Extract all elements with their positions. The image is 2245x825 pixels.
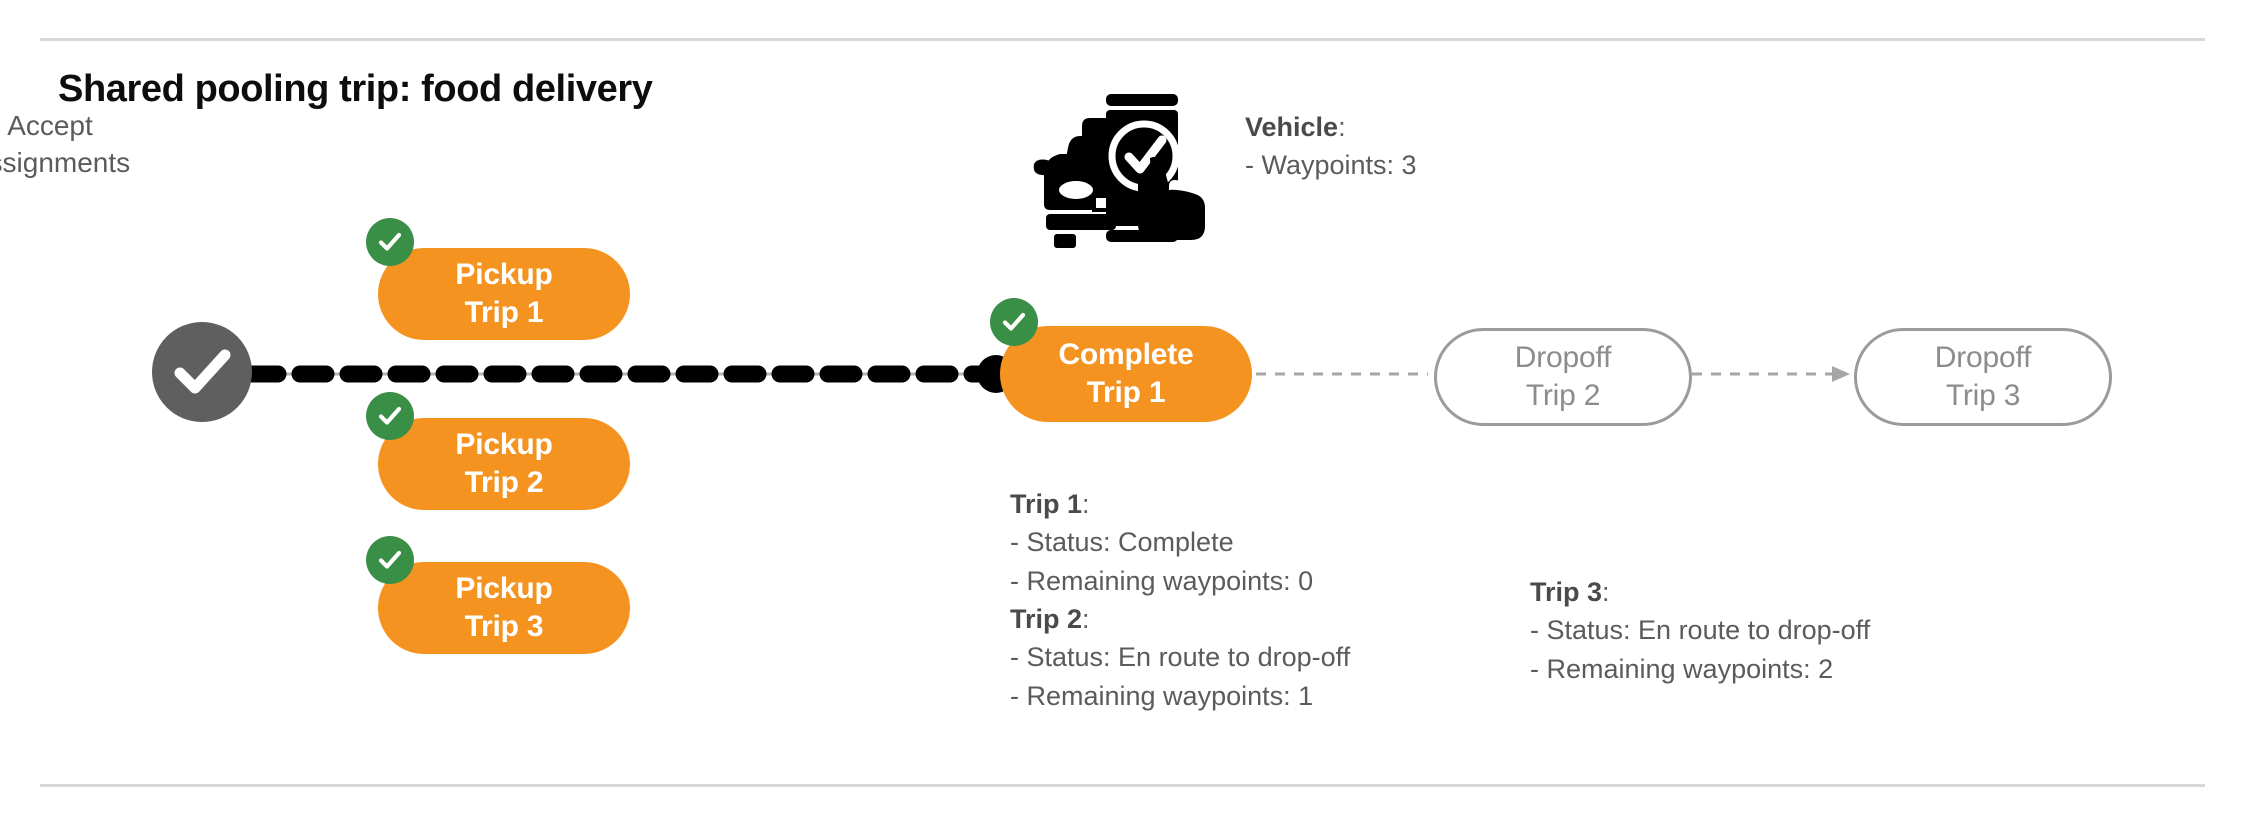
vehicle-heading: Vehicle	[1245, 112, 1339, 142]
complete-line2: Trip 1	[1086, 376, 1166, 409]
vehicle-heading-row: Vehicle:	[1245, 108, 1417, 146]
dropoff-2-line2: Trip 2	[1525, 379, 1601, 412]
check-icon	[378, 232, 402, 251]
pickup-2-line1: Pickup	[455, 427, 553, 461]
trip-2-status: - Status: En route to drop-off	[1010, 642, 1351, 673]
green-check-badge-pickup-2	[366, 392, 414, 440]
trip-3-heading-colon: :	[1602, 577, 1610, 607]
car-phone-check-icon	[1032, 88, 1208, 248]
vehicle-info: Vehicle: - Waypoints: 3	[1245, 108, 1417, 185]
trip-1-status: - Status: Complete	[1010, 527, 1234, 558]
accept-check-circle	[152, 322, 252, 422]
trip-1-heading: Trip 1	[1010, 489, 1083, 519]
node-pickup-trip-2[interactable]: Pickup Trip 2	[378, 418, 630, 510]
green-check-badge-pickup-1	[366, 218, 414, 266]
accept-label-line2: Assignments	[0, 146, 131, 178]
check-icon	[1002, 312, 1026, 331]
node-dropoff-trip-2[interactable]: Dropoff Trip 2	[1434, 328, 1692, 426]
node-pickup-trip-1[interactable]: Pickup Trip 1	[378, 248, 630, 340]
dropoff-3-line1: Dropoff	[1934, 340, 2032, 374]
dropoff-3-line2: Trip 3	[1945, 379, 2021, 412]
page-title: Shared pooling trip: food delivery	[58, 68, 653, 110]
pickup-2-line2: Trip 2	[464, 466, 544, 499]
green-check-badge-complete-1	[990, 298, 1038, 346]
path-arrowhead-icon	[1832, 366, 1850, 382]
trip-1-heading-row: Trip 1:	[1010, 485, 1350, 523]
check-icon	[378, 550, 402, 569]
trip-3-heading: Trip 3	[1530, 577, 1603, 607]
trip-2-waypoints: - Remaining waypoints: 1	[1010, 680, 1314, 711]
trip-2-heading-row: Trip 2:	[1010, 600, 1350, 638]
trip-details-left: Trip 1: - Status: Complete - Remaining w…	[1010, 485, 1350, 715]
divider-bottom	[40, 784, 2205, 787]
green-check-badge-pickup-3	[366, 536, 414, 584]
check-circle-icon	[174, 349, 231, 394]
trip-2-heading: Trip 2	[1010, 603, 1083, 634]
node-pickup-trip-3[interactable]: Pickup Trip 3	[378, 562, 630, 654]
car-phone-check-glyph	[1033, 94, 1205, 248]
node-accept-assignments[interactable]	[152, 322, 252, 422]
accept-assignments-label: Accept Assignments	[0, 108, 160, 182]
trip-1-heading-colon: :	[1082, 489, 1090, 519]
trip-3-waypoints: - Remaining waypoints: 2	[1530, 653, 1834, 684]
complete-line1: Complete	[1058, 337, 1194, 371]
node-complete-trip-1[interactable]: Complete Trip 1	[1000, 326, 1252, 422]
accept-label-line1: Accept	[7, 110, 93, 141]
dropoff-2-line1: Dropoff	[1514, 340, 1612, 374]
pickup-1-line2: Trip 1	[464, 296, 544, 329]
pickup-1-line1: Pickup	[455, 257, 553, 291]
vehicle-heading-colon: :	[1338, 112, 1346, 142]
trip-details-right: Trip 3: - Status: En route to drop-off -…	[1530, 573, 1870, 688]
pickup-3-line1: Pickup	[455, 571, 553, 605]
trip-3-heading-row: Trip 3:	[1530, 573, 1870, 611]
divider-top	[40, 38, 2205, 41]
trip-3-status: - Status: En route to drop-off	[1530, 615, 1871, 646]
trip-1-waypoints: - Remaining waypoints: 0	[1010, 565, 1314, 596]
vehicle-waypoints: - Waypoints: 3	[1245, 150, 1417, 181]
node-dropoff-trip-3[interactable]: Dropoff Trip 3	[1854, 328, 2112, 426]
check-icon	[378, 406, 402, 425]
trip-2-heading-colon: :	[1082, 603, 1090, 634]
pickup-3-line2: Trip 3	[464, 610, 544, 643]
